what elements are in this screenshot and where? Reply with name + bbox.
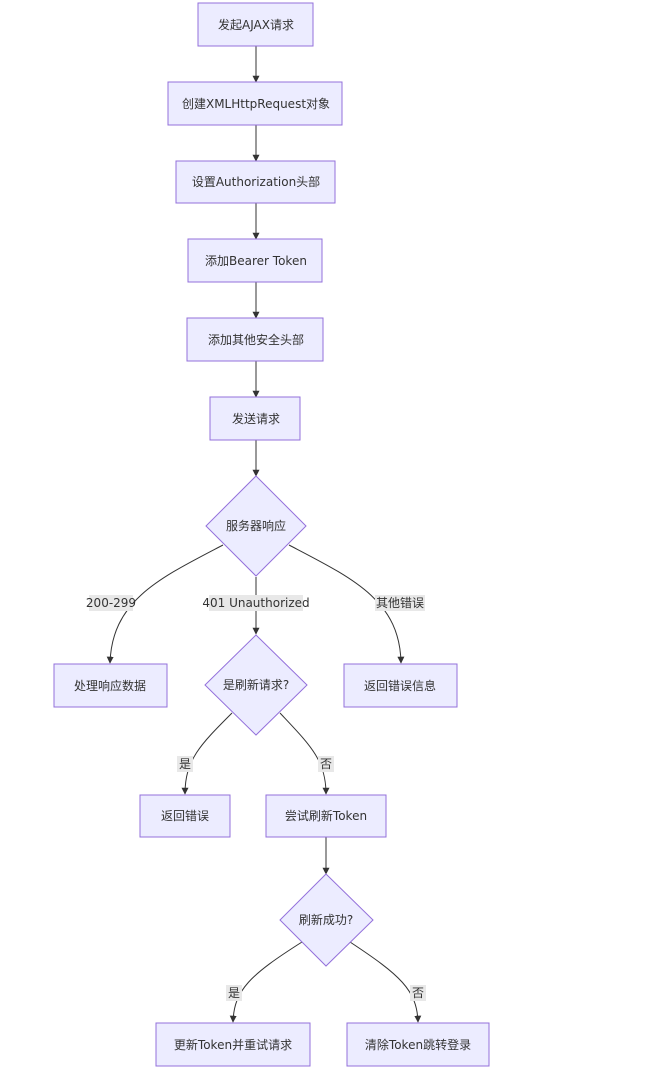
node-clear-login-label: 清除Token跳转登录 xyxy=(365,1037,471,1052)
edge-label-other-error-text: 其他错误 xyxy=(376,596,424,610)
edge-label-success-yes: 是 xyxy=(226,985,242,1001)
node-refresh-success-label: 刷新成功? xyxy=(299,912,353,927)
node-process-data: 处理响应数据 xyxy=(53,663,168,708)
edge-label-2xx-text: 200-299 xyxy=(86,596,136,610)
edge-label-401-text: 401 Unauthorized xyxy=(202,596,309,610)
node-update-retry-label: 更新Token并重试请求 xyxy=(174,1037,292,1052)
edge-label-other-error: 其他错误 xyxy=(375,595,425,611)
node-create-xhr-label: 创建XMLHttpRequest对象 xyxy=(182,97,330,111)
edge-refresh-request-to-return-error xyxy=(181,712,233,795)
edge-label-refresh-no-text: 否 xyxy=(320,757,332,771)
node-return-error-label: 返回错误 xyxy=(161,809,209,823)
node-try-refresh: 尝试刷新Token xyxy=(265,794,387,838)
edge-server-to-return-error-info xyxy=(288,544,405,664)
node-update-retry: 更新Token并重试请求 xyxy=(155,1022,311,1067)
node-server-response-label: 服务器响应 xyxy=(226,518,286,533)
node-refresh-request: 是刷新请求? xyxy=(204,634,308,736)
edge-server-to-process-data xyxy=(106,544,224,664)
node-add-security: 添加其他安全头部 xyxy=(186,317,324,362)
edge-label-success-no: 否 xyxy=(410,985,426,1001)
node-refresh-success: 刷新成功? xyxy=(279,873,374,967)
edge-label-success-no-text: 否 xyxy=(412,986,424,1000)
node-send-label: 发送请求 xyxy=(232,411,280,426)
node-create-xhr: 创建XMLHttpRequest对象 xyxy=(167,81,343,126)
node-send: 发送请求 xyxy=(209,396,301,441)
node-add-security-label: 添加其他安全头部 xyxy=(208,332,304,347)
edge-label-refresh-no: 否 xyxy=(318,756,334,772)
edge-refresh-success-to-clear-login xyxy=(349,941,422,1023)
node-start-label: 发起AJAX请求 xyxy=(218,17,294,32)
nodes: 发起AJAX请求 创建XMLHttpRequest对象 设置Authorizat… xyxy=(53,2,490,1067)
edge-label-2xx: 200-299 xyxy=(86,595,136,611)
node-clear-login: 清除Token跳转登录 xyxy=(346,1022,490,1067)
node-refresh-request-label: 是刷新请求? xyxy=(223,677,289,692)
node-return-error-info: 返回错误信息 xyxy=(343,663,458,708)
node-return-error: 返回错误 xyxy=(139,794,231,838)
node-set-auth: 设置Authorization头部 xyxy=(175,160,336,204)
node-start: 发起AJAX请求 xyxy=(197,2,314,47)
edge-refresh-success-to-update-retry xyxy=(229,941,303,1023)
edge-labels: 200-299 401 Unauthorized 其他错误 是 否 是 否 xyxy=(86,595,426,1001)
edge-label-refresh-yes: 是 xyxy=(177,756,193,772)
edge-label-401: 401 Unauthorized xyxy=(202,595,310,611)
edge-label-refresh-yes-text: 是 xyxy=(179,757,191,771)
node-add-bearer: 添加Bearer Token xyxy=(187,238,323,283)
node-process-data-label: 处理响应数据 xyxy=(74,678,146,693)
node-set-auth-label: 设置Authorization头部 xyxy=(192,174,320,189)
edge-refresh-request-to-try-refresh xyxy=(279,712,330,795)
node-server-response: 服务器响应 xyxy=(205,475,307,577)
edges xyxy=(106,46,422,1023)
node-try-refresh-label: 尝试刷新Token xyxy=(285,808,367,823)
node-return-error-info-label: 返回错误信息 xyxy=(364,678,436,693)
edge-label-success-yes-text: 是 xyxy=(228,986,240,1000)
node-add-bearer-label: 添加Bearer Token xyxy=(205,254,307,268)
